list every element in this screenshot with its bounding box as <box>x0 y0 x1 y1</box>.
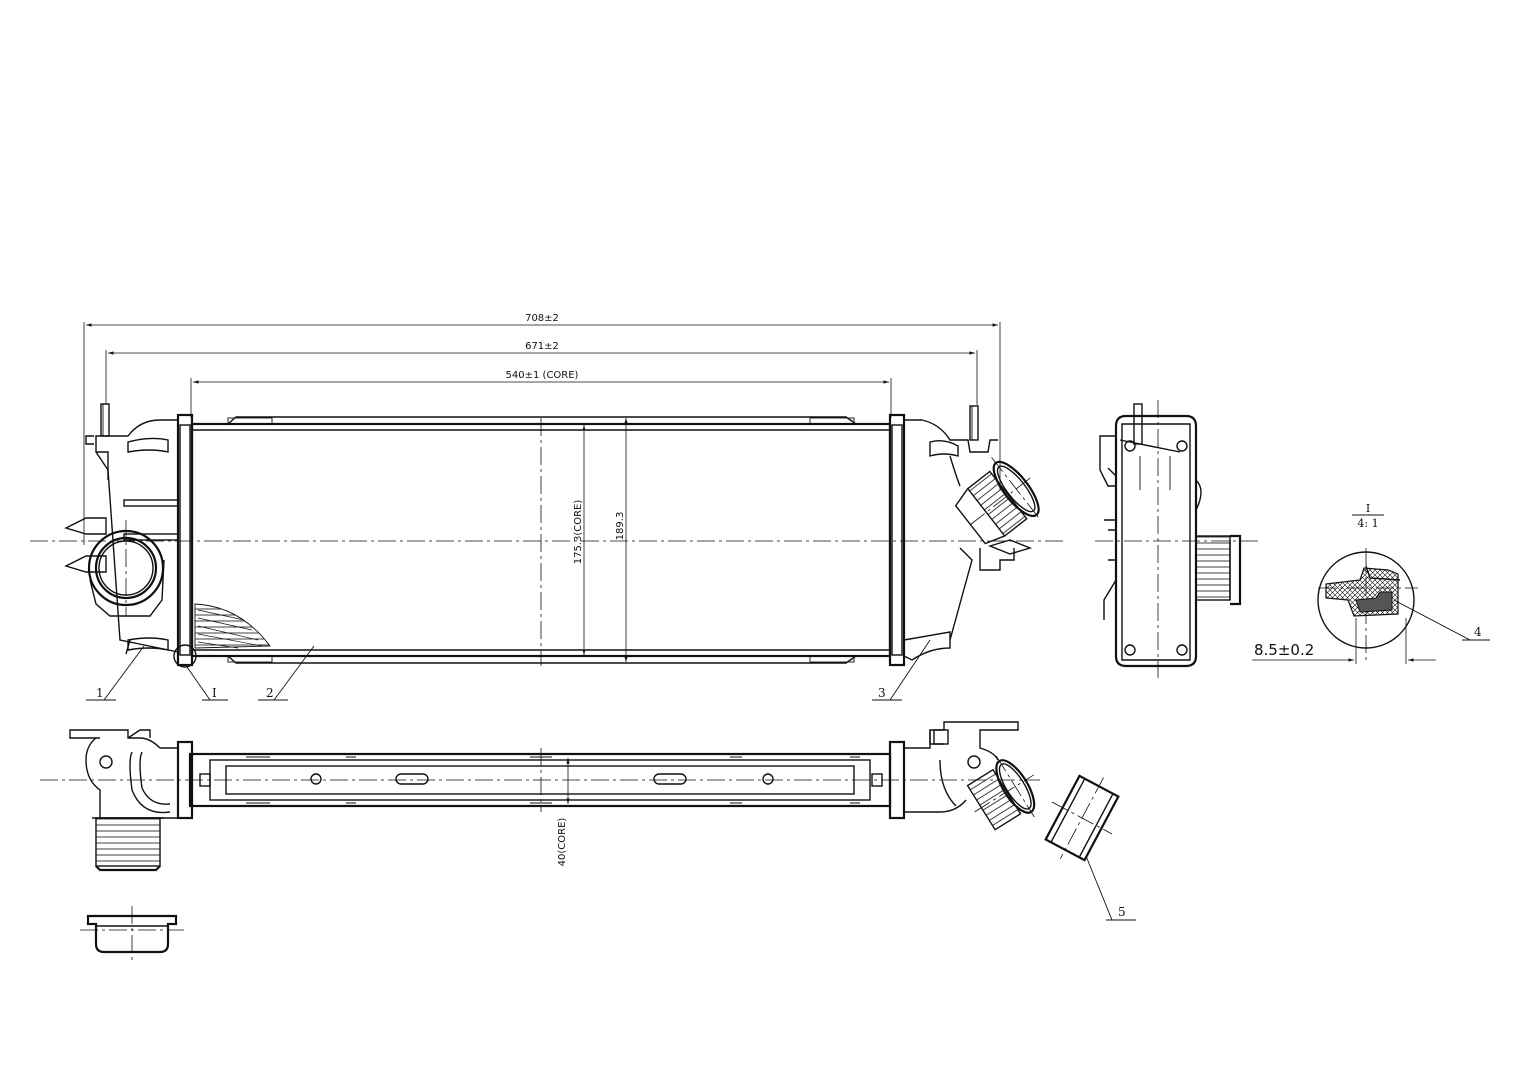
right-tank <box>888 405 1042 667</box>
dimension-core-depth: 40(CORE) <box>557 758 570 867</box>
svg-text:2: 2 <box>266 686 274 700</box>
dimension-overall-height: 189.3 <box>615 418 628 662</box>
part-5-sleeve: 5 <box>1044 774 1136 921</box>
dimension-mount-span: 671±2 <box>105 341 978 405</box>
callout-3: 3 <box>872 639 931 701</box>
dimension-core-length: 540±1 (CORE) <box>190 370 892 418</box>
top-view: 40(CORE) <box>40 721 1040 872</box>
dim-175-label: 175.3(CORE) <box>573 500 584 565</box>
svg-text:5: 5 <box>1118 905 1126 919</box>
part-cap <box>80 906 184 962</box>
side-view <box>1095 400 1258 678</box>
dim-540-label: 540±1 (CORE) <box>506 370 579 381</box>
left-tank <box>64 403 197 668</box>
svg-text:4: 4 <box>1474 625 1482 639</box>
svg-text:3: 3 <box>878 686 886 700</box>
front-view: 708±2 671±2 540±1 (CORE) <box>30 313 1065 701</box>
detail-I: I 4: 1 8.5±0.2 4 <box>1252 502 1490 664</box>
detail-scale: 4: 1 <box>1357 517 1378 530</box>
callout-1: 1 <box>86 645 145 701</box>
callout-2: 2 <box>258 645 315 701</box>
dim-40-label: 40(CORE) <box>557 818 568 867</box>
dimension-core-height: 175.3(CORE) <box>540 418 586 666</box>
dim-8-5-label: 8.5±0.2 <box>1254 641 1314 659</box>
svg-text:1: 1 <box>96 686 104 700</box>
dim-189-label: 189.3 <box>615 512 626 541</box>
dim-671-label: 671±2 <box>525 341 559 352</box>
svg-text:I: I <box>212 686 217 700</box>
detail-label: I <box>1366 502 1370 515</box>
callout-detail-I: I <box>186 666 228 701</box>
dim-708-label: 708±2 <box>525 313 559 324</box>
